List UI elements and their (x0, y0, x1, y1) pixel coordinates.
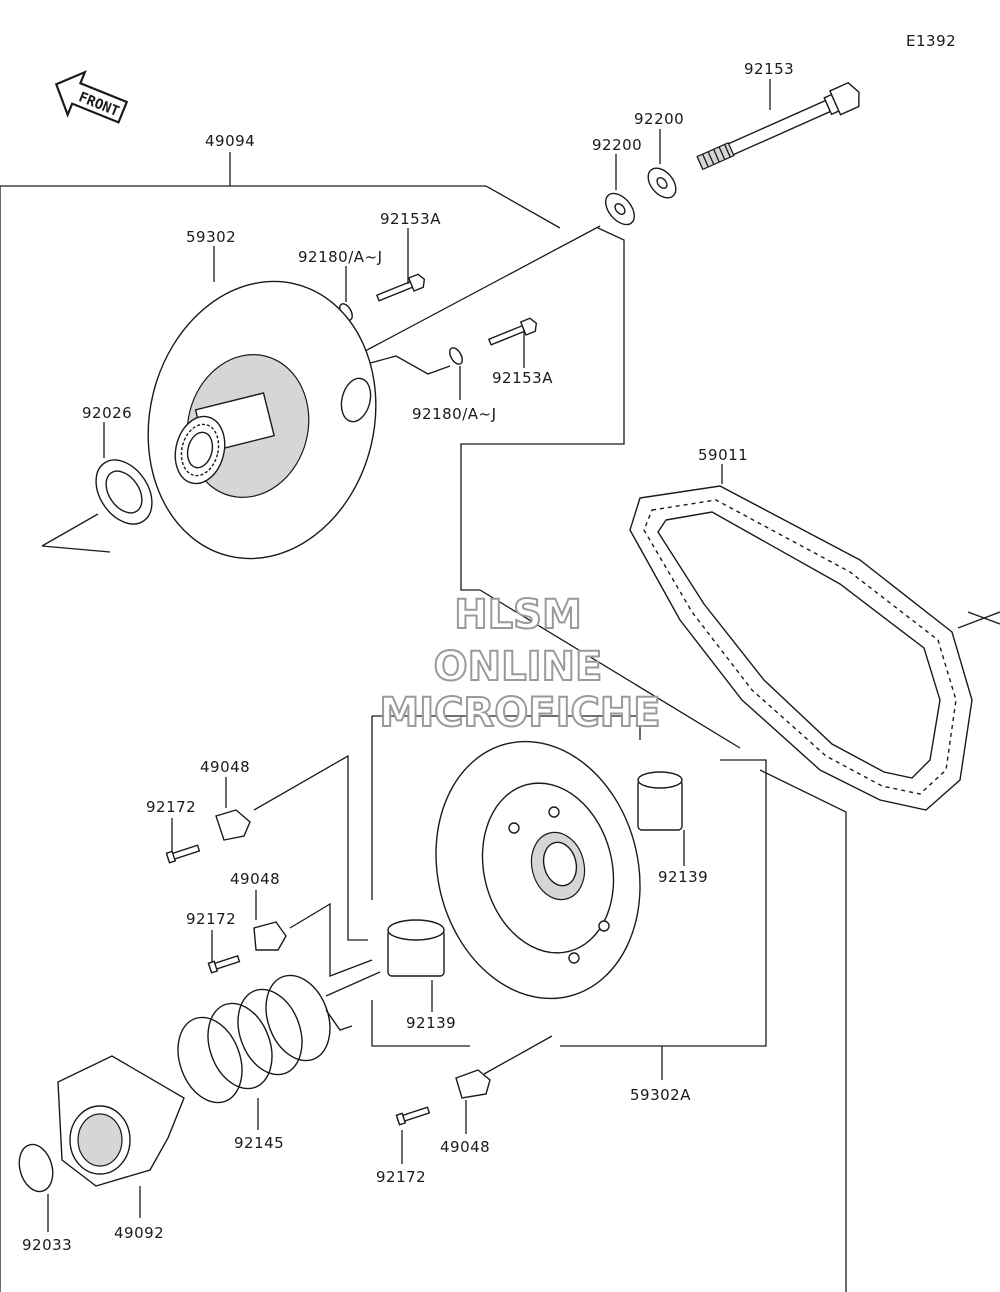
drive-belt-59011 (629, 485, 973, 811)
label-49092: 49092 (114, 1224, 164, 1242)
assembly-brackets (0, 152, 1000, 1292)
label-92172-c: 92172 (376, 1168, 426, 1186)
label-92172-b: 92172 (186, 910, 236, 928)
screw-92172-a (165, 844, 201, 864)
watermark-line1: HLSM (454, 592, 582, 638)
label-49048-b: 49048 (230, 870, 280, 888)
sheave-59302 (147, 280, 377, 560)
label-92145: 92145 (234, 1134, 284, 1152)
bushing-92139-b (387, 919, 445, 977)
label-92200-a: 92200 (634, 110, 684, 128)
label-92180-top: 92180/A~J (298, 248, 383, 266)
label-49048-a: 49048 (200, 758, 250, 776)
screw-92172-b (207, 954, 241, 974)
label-92139-a: 92139 (658, 868, 708, 886)
label-59011: 59011 (698, 446, 748, 464)
label-92172-a: 92172 (146, 798, 196, 816)
label-59302A: 59302A (630, 1086, 691, 1104)
weight-49048-a (215, 809, 251, 841)
bushing-92139-a (637, 771, 683, 831)
front-arrow-icon: FRONT (54, 70, 129, 124)
label-92033: 92033 (22, 1236, 72, 1254)
label-59302: 59302 (186, 228, 236, 246)
spring-92145 (177, 974, 353, 1104)
screw-92172-c (395, 1106, 431, 1126)
circlip-92033 (18, 1143, 54, 1193)
watermark: HLSM ONLINE MICROFICHE (378, 591, 661, 737)
washer-92180-bot (449, 347, 463, 365)
washer-92200-b (604, 192, 636, 226)
bolt-92153 (696, 81, 860, 171)
label-92180-bot: 92180/A~J (412, 405, 497, 423)
washer-92200-a (647, 167, 677, 199)
label-92153: 92153 (744, 60, 794, 78)
washer-92026 (95, 459, 153, 525)
label-92153A-top: 92153A (380, 210, 441, 228)
bolt-92153A-top (375, 273, 426, 302)
label-49094: 49094 (205, 132, 255, 150)
cam-49092 (57, 1055, 185, 1187)
diagram-code: E1392 (906, 32, 956, 50)
weight-49048-b (253, 921, 287, 951)
label-92200-b: 92200 (592, 136, 642, 154)
weight-49048-c (455, 1069, 491, 1099)
label-92153A-bot: 92153A (492, 369, 553, 387)
sheave-59302A (435, 740, 641, 1000)
label-92139-b: 92139 (406, 1014, 456, 1032)
watermark-line3: MICROFICHE (379, 690, 660, 736)
watermark-line2: ONLINE (434, 644, 603, 690)
label-49048-c: 49048 (440, 1138, 490, 1156)
bolt-92153A-bot (487, 317, 538, 346)
shaft-axis (351, 225, 601, 359)
label-92026: 92026 (82, 404, 132, 422)
